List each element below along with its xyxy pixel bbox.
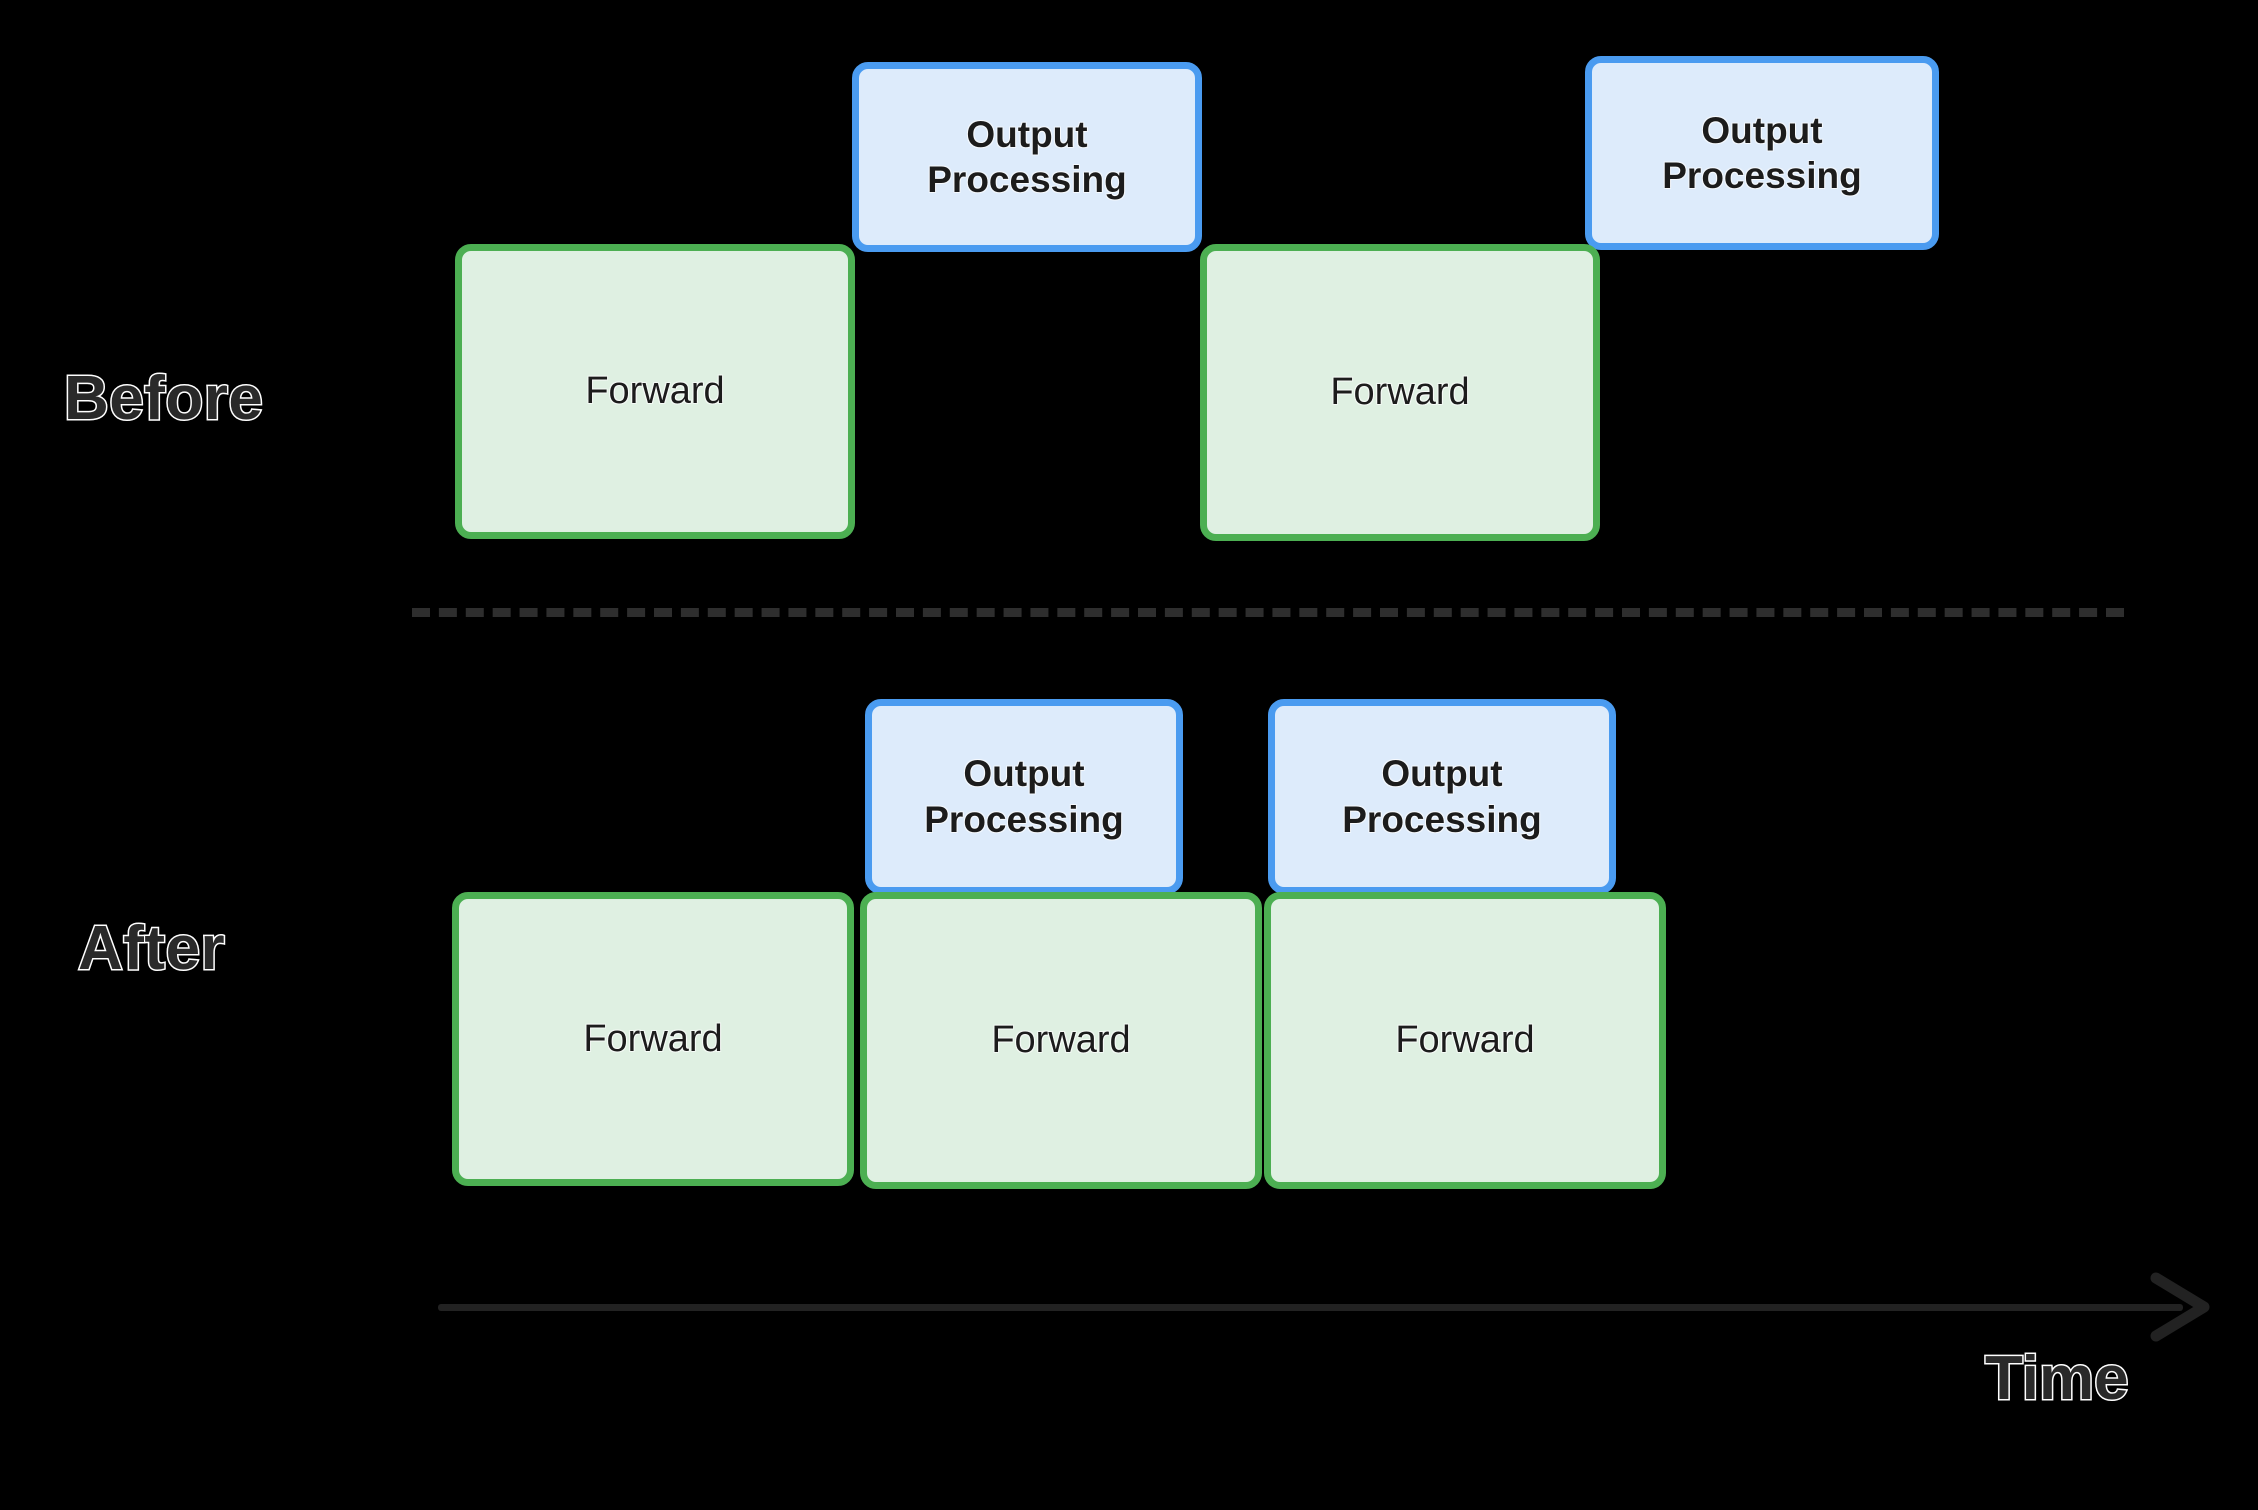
after-forward-block-2[interactable]: Forward [860,892,1262,1189]
before-output-block-1[interactable]: Output Processing [852,62,1202,252]
time-axis-line [438,1304,2183,1311]
after-output-block-2[interactable]: Output Processing [1268,699,1616,894]
after-output-block-1-text: Output Processing [924,751,1123,841]
row-label-after: After [76,916,226,981]
after-output-block-2-text: Output Processing [1342,751,1541,841]
after-forward-block-3-text: Forward [1395,1019,1535,1062]
section-divider [412,608,2124,617]
before-forward-block-1[interactable]: Forward [455,244,855,539]
after-forward-block-1-text: Forward [583,1017,723,1060]
after-output-1-line2: Processing [924,798,1124,840]
after-output-1-line1: Output [963,753,1085,795]
row-label-after-text: After [76,914,226,983]
after-output-2-line2: Processing [1342,798,1542,840]
before-output-block-2-text: Output Processing [1662,108,1861,198]
before-output-block-2[interactable]: Output Processing [1585,56,1939,250]
after-forward-block-2-text: Forward [991,1019,1131,1062]
after-forward-block-1[interactable]: Forward [452,892,854,1186]
time-axis-label-text: Time [1984,1344,2131,1413]
after-forward-block-3[interactable]: Forward [1264,892,1666,1189]
after-output-block-1[interactable]: Output Processing [865,699,1183,894]
after-output-2-line1: Output [1381,753,1503,795]
row-label-before-text: Before [62,364,264,433]
before-output-2-line1: Output [1701,109,1823,151]
before-output-1-line2: Processing [927,159,1127,200]
before-output-1-line1: Output [966,113,1088,155]
row-label-before: Before [62,366,264,431]
before-forward-block-2[interactable]: Forward [1200,244,1600,541]
time-axis-label: Time [1984,1346,2131,1411]
before-output-block-1-text: Output Processing [927,112,1126,202]
before-output-2-line2: Processing [1662,155,1862,196]
before-forward-block-2-text: Forward [1330,371,1470,414]
before-forward-block-1-text: Forward [585,370,725,413]
